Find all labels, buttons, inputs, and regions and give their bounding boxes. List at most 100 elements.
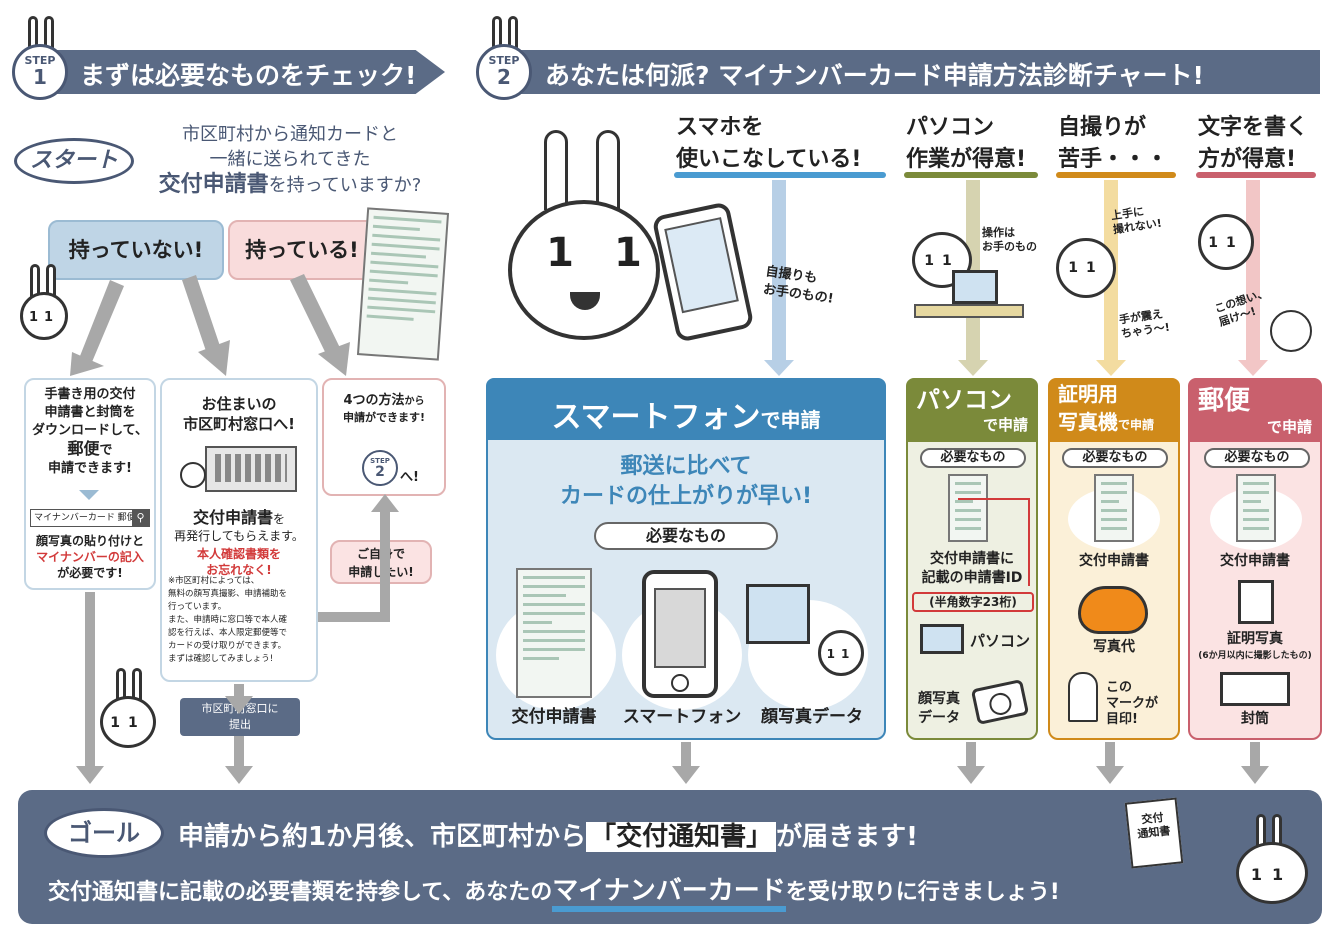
arrow-smartphone-to-goal — [672, 742, 700, 784]
mail-item-3: 封筒 — [1241, 711, 1269, 727]
search-box[interactable]: マイナンバーカード 郵便 — [30, 509, 150, 527]
goal-bunny-ears-icon — [1250, 812, 1288, 848]
envelope-icon — [1220, 672, 1290, 706]
pc-laptop-icon — [952, 270, 998, 304]
photo-needs-label: 必要なもの — [1062, 448, 1168, 468]
photo-bunny-icon: 11 — [1056, 238, 1116, 298]
goal-banner — [18, 790, 1322, 924]
pc-application-form-icon — [948, 474, 988, 542]
step1-badge: STEP 1 — [12, 44, 68, 100]
office-bunny-icon — [180, 462, 206, 488]
office-notes: ※市区町村によっては、 無料の顔写真撮影、申請補助を 行っています。 また、申請… — [168, 576, 288, 664]
photo-item-2: 写真代 — [1093, 639, 1135, 655]
mail-writing-bunny-icon: 11 — [1198, 214, 1254, 270]
goal-bunny-icon: 11 — [1236, 842, 1308, 904]
photo-prompt: 自撮りが 苦手・・・ — [1058, 115, 1169, 172]
pc-item-2: パソコン — [970, 632, 1031, 650]
pc-item-1-format: (半角数字23桁) — [912, 592, 1034, 612]
self-arrow-horizontal — [318, 612, 390, 622]
pc-item-1: 交付申請書に 記載の申請書ID — [921, 551, 1023, 586]
no-option-button[interactable]: 持っていない! — [48, 220, 224, 280]
office-option-card — [160, 378, 318, 682]
mail-item-1: 交付申請書 — [1220, 553, 1290, 569]
start-badge: スタート — [14, 138, 134, 184]
search-icon[interactable]: ⚲ — [132, 510, 149, 526]
mail-prompt: 文字を書く 方が得意! — [1198, 115, 1309, 172]
mail-underline — [1196, 172, 1316, 178]
id-photo-icon — [1238, 580, 1274, 624]
smartphone-item-2: スマートフォン — [622, 707, 742, 727]
pc-item-3: 顔写真 データ — [918, 691, 960, 726]
photo-application-form-icon — [1094, 474, 1134, 542]
mail-item-2: 証明写真 (6か月以内に撮影したもの) — [1198, 631, 1312, 661]
goal-line-2: 交付通知書に記載の必要書類を持参して、あなたのマイナンバーカードを受け取りに行き… — [48, 870, 1060, 912]
step1-bunny-ears-icon — [22, 14, 60, 50]
photo-booth-mark-icon — [1068, 672, 1098, 722]
smartphone-arrow-head-icon — [764, 360, 794, 376]
city-hall-building-icon — [205, 446, 297, 492]
step2-bunny-ears-icon — [486, 14, 524, 50]
mail-needs-label: 必要なもの — [1204, 448, 1310, 468]
pc-panel-header: パソコン で申請 — [906, 378, 1038, 442]
smartphone-underline — [674, 172, 886, 178]
big-bunny-ears-icon — [540, 130, 630, 210]
smartphone-needs-label: 必要なもの — [594, 522, 778, 550]
four-step2-badge: STEP 2 — [362, 450, 398, 486]
pc-arrow-head-icon — [958, 360, 988, 376]
arrow-mail-to-goal — [1241, 742, 1269, 784]
mail-panel-header: 郵便 で申請 — [1188, 378, 1322, 442]
pc-underline — [904, 172, 1038, 178]
mail-arrow-head-icon — [1238, 360, 1268, 376]
mail-application-form-icon — [1236, 474, 1276, 542]
mail-arrow-line — [1246, 180, 1260, 362]
bottom-bunny-ears-icon — [110, 666, 148, 702]
photo-arrow-head-icon — [1096, 360, 1126, 376]
thinking-bunny-icon: 11 — [20, 292, 68, 340]
face-photo-data-icon — [746, 584, 810, 644]
smartphone-panel-header: スマートフォンで申請 — [486, 378, 886, 440]
mail-sending-bunny-icon — [1270, 310, 1312, 352]
big-bunny-icon: 11 — [508, 200, 660, 340]
pc-laptop-item-icon — [920, 624, 964, 654]
smartphone-item-bunny-icon: 11 — [818, 630, 864, 676]
self-arrow-line — [380, 510, 390, 622]
goal-line-1: 申請から約1か月後、市区町村から「交付通知書」が届きます! — [178, 822, 918, 852]
arrow-pc-to-goal — [957, 742, 985, 784]
arrow-submit-to-goal — [225, 736, 253, 784]
notification-document-icon: 交付 通知書 — [1124, 797, 1184, 869]
four-methods-text: 4つの方法から 申請ができます! — [342, 393, 426, 424]
pc-id-highlight — [958, 498, 1030, 586]
step1-title: まずは必要なものをチェック! — [80, 61, 417, 90]
start-question: 市区町村から通知カードと 一緒に送られてきた 交付申請書を持っていますか? — [158, 124, 422, 197]
download-note: 顔写真の貼り付けと マイナンバーの記入 が必要です! — [35, 534, 144, 580]
step2-badge: STEP 2 — [476, 44, 532, 100]
download-text: 手書き用の交付 申請書と封筒を ダウンロードして、 郵便で 申請できます! — [32, 387, 148, 476]
goal-badge: ゴール — [44, 808, 164, 858]
smartphone-item-1: 交付申請書 — [511, 707, 597, 727]
smartphone-application-form-icon — [516, 568, 592, 698]
self-arrow-head-icon — [371, 494, 399, 512]
arrow-photo-to-goal — [1096, 742, 1124, 784]
pc-needs-label: 必要なもの — [920, 448, 1026, 468]
smartphone-prompt: スマホを 使いこなしている! — [676, 115, 862, 172]
bottom-left-bunny-icon: 11 — [100, 696, 156, 748]
download-option-card — [24, 378, 156, 590]
smartphone-arrow-line — [772, 180, 786, 362]
pc-desk-icon — [914, 304, 1024, 318]
office-text: 交付申請書を 再発行してもらえます。 本人確認書類を お忘れなく! — [174, 508, 304, 577]
step2-header-bar — [490, 50, 1320, 94]
arrow-download-to-goal — [76, 592, 104, 784]
smartphone-device-icon — [642, 570, 718, 698]
arrow-office-to-submit — [225, 684, 253, 714]
office-title: お住まいの 市区町村窓口へ! — [183, 395, 295, 433]
thinking-bunny-ears-icon — [24, 262, 62, 298]
step2-title: あなたは何派? マイナンバーカード申請方法診断チャート! — [545, 61, 1204, 90]
smartphone-message: 郵送に比べて カードの仕上がりが早い! — [559, 454, 813, 509]
down-triangle-icon — [79, 490, 99, 500]
step1-header-bar — [25, 50, 445, 94]
four-methods-to: へ! — [400, 470, 419, 485]
pc-prompt: パソコン 作業が得意! — [906, 115, 1027, 172]
photo-item-1: 交付申請書 — [1079, 553, 1149, 569]
photo-underline — [1056, 172, 1176, 178]
